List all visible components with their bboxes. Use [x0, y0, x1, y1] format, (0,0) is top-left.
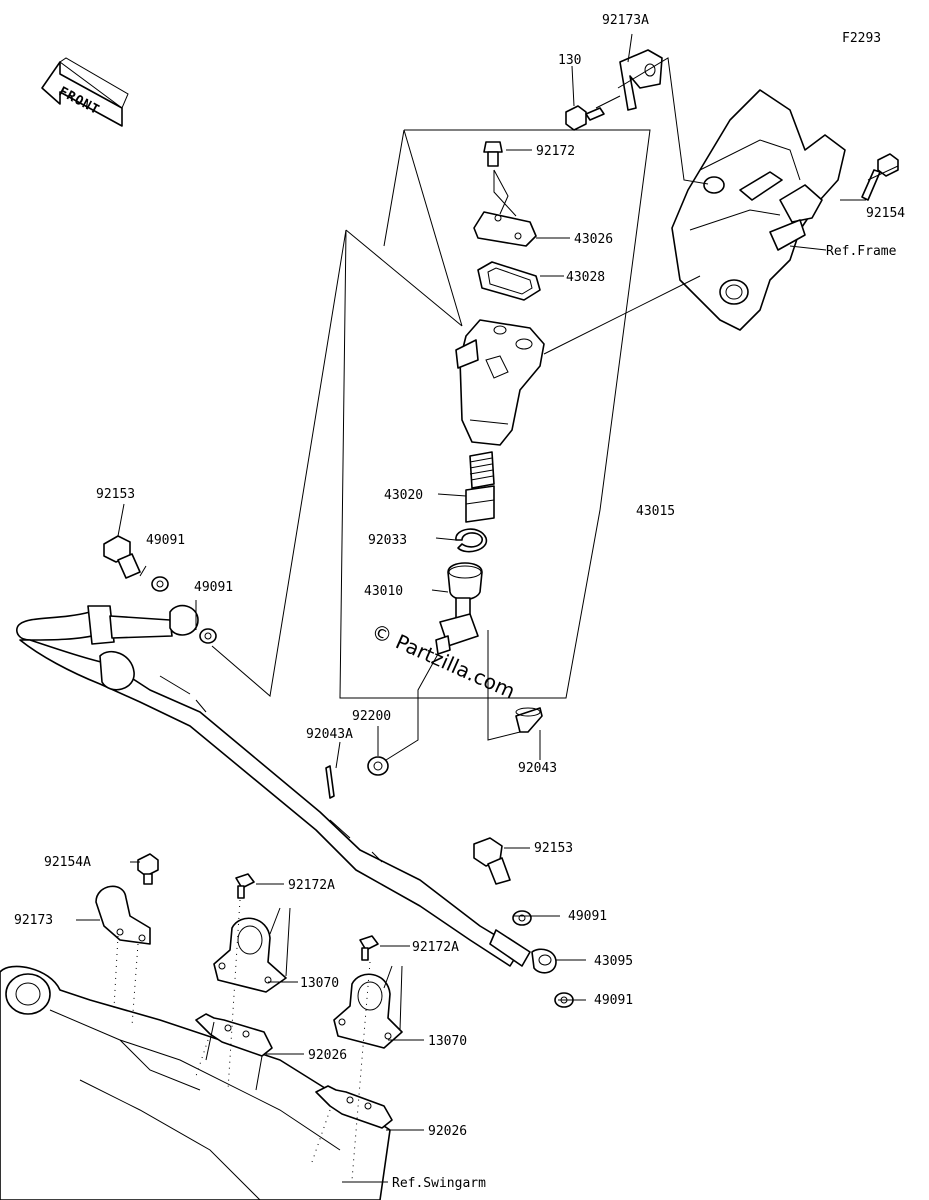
label-92172: 92172 — [536, 144, 575, 159]
label-92173: 92173 — [14, 913, 53, 928]
label-92026-a: 92026 — [308, 1048, 347, 1063]
piston-43020 — [465, 451, 495, 523]
label-49091-b: 49091 — [194, 580, 233, 595]
label-13070-b: 13070 — [428, 1034, 467, 1049]
label-92153-left: 92153 — [96, 487, 135, 502]
bolt-92172A-b — [359, 935, 379, 961]
label-43015: 43015 — [636, 504, 675, 519]
label-43026: 43026 — [574, 232, 613, 247]
label-49091-d: 49091 — [594, 993, 633, 1008]
label-ref-frame: Ref.Frame — [826, 244, 897, 259]
label-43095: 43095 — [594, 954, 633, 969]
bolt-92172A-a — [235, 873, 255, 899]
frame-bracket — [671, 89, 846, 331]
cotter-pin-92043A — [325, 765, 335, 799]
guide-13070-a — [213, 917, 287, 993]
label-92200: 92200 — [352, 709, 391, 724]
label-92153-right: 92153 — [534, 841, 573, 856]
part-labels: 92173A 130 92172 43026 43028 92154 Ref.F… — [14, 13, 905, 1191]
washer-49091-b — [199, 628, 217, 644]
diaphragm-43028 — [477, 261, 541, 301]
label-ref-swingarm: Ref.Swingarm — [392, 1176, 486, 1191]
clip-92173A-top — [619, 49, 663, 111]
brake-hose — [16, 604, 557, 974]
banjo-bolt-92153-left — [103, 535, 141, 579]
label-43020: 43020 — [384, 488, 423, 503]
plate-92026-a — [195, 1013, 273, 1057]
label-92172A-b: 92172A — [412, 940, 459, 955]
assembly-outline-43015 — [339, 129, 651, 699]
bolt-130 — [565, 105, 605, 131]
label-92043: 92043 — [518, 761, 557, 776]
washer-49091-a — [151, 576, 169, 592]
label-92172A-a: 92172A — [288, 878, 335, 893]
label-49091-c: 49091 — [568, 909, 607, 924]
label-43010: 43010 — [364, 584, 403, 599]
label-43028: 43028 — [566, 270, 605, 285]
label-92043A: 92043A — [306, 727, 353, 742]
label-13070-a: 13070 — [300, 976, 339, 991]
guide-13070-b — [333, 973, 403, 1049]
cap-43026 — [473, 211, 537, 247]
master-cylinder-body — [455, 319, 545, 446]
bolt-92154A — [137, 853, 159, 885]
swingarm — [0, 965, 391, 1200]
label-130: 130 — [558, 53, 581, 68]
circlip-92033 — [455, 528, 488, 553]
label-92154: 92154 — [866, 206, 905, 221]
banjo-bolt-92153-right — [473, 837, 511, 885]
figure-id: F2293 — [842, 31, 881, 46]
leader-lines — [76, 33, 899, 1183]
alignment-lines — [113, 899, 371, 1181]
bolt-92154 — [861, 153, 899, 201]
pin-92043 — [515, 707, 543, 733]
bolt-92172 — [483, 141, 503, 167]
label-92154A: 92154A — [44, 855, 91, 870]
label-92173A-top: 92173A — [602, 13, 649, 28]
washer-49091-c — [512, 910, 532, 926]
pushrod-43010 — [435, 562, 483, 655]
clip-92173 — [95, 885, 151, 945]
washer-92200 — [367, 756, 389, 776]
plate-92026-b — [315, 1085, 393, 1129]
label-92033: 92033 — [368, 533, 407, 548]
front-direction-arrow: FRONT — [41, 57, 129, 127]
label-92026-b: 92026 — [428, 1124, 467, 1139]
label-49091-a: 49091 — [146, 533, 185, 548]
